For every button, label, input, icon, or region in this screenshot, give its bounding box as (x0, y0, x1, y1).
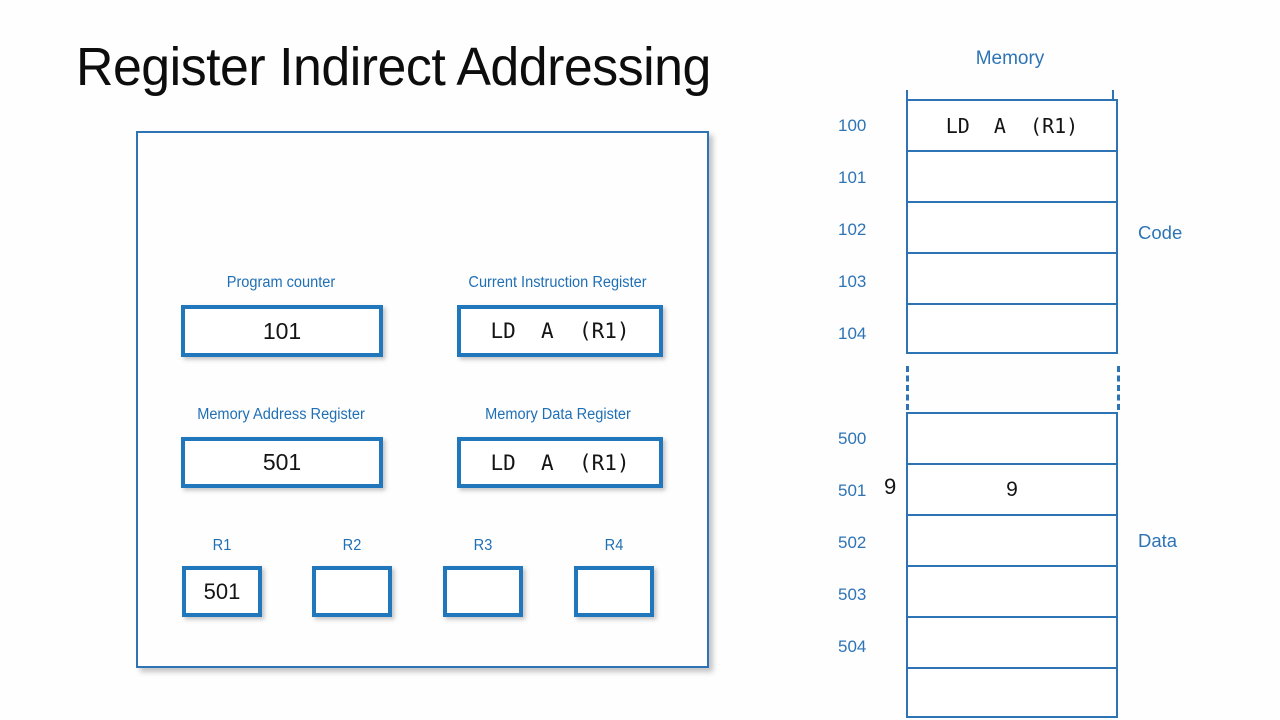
memory-address-label: 501 (838, 481, 867, 500)
memory-address-label: 502 (838, 533, 867, 552)
register-r1-box[interactable]: 501 (182, 566, 262, 617)
memory-address-label: 102 (838, 220, 867, 239)
memory-address-register-box[interactable]: 501 (181, 437, 383, 488)
memory-row[interactable] (908, 201, 1116, 252)
memory-row[interactable]: 9 (908, 463, 1116, 514)
memory-address-register-value: 501 (262, 449, 302, 475)
register-r1-value: 501 (203, 578, 241, 604)
memory-data-register-box[interactable]: LD A (R1) (457, 437, 663, 488)
register-r2-label: R2 (342, 537, 362, 554)
memory-row[interactable] (908, 514, 1116, 565)
current-instruction-register-box[interactable]: LD A (R1) (457, 305, 663, 357)
memory-ellipsis-gap (906, 366, 1120, 410)
memory-row[interactable] (908, 412, 1116, 463)
current-instruction-register-label: Current Instruction Register (468, 274, 647, 291)
memory-cell-value: 9 (1006, 477, 1018, 501)
memory-row[interactable]: LD A (R1) (908, 99, 1116, 150)
register-r4-label: R4 (604, 537, 624, 554)
memory-row[interactable] (908, 565, 1116, 616)
memory-row[interactable] (908, 252, 1116, 303)
memory-code-block: LD A (R1) (906, 99, 1118, 354)
program-counter-box[interactable]: 101 (181, 305, 383, 357)
memory-code-section-label: Code (1138, 222, 1183, 243)
register-r3-label: R3 (473, 537, 493, 554)
register-r2-box[interactable] (312, 566, 392, 617)
program-counter-value: 101 (262, 317, 302, 344)
memory-data-register-value: LD A (R1) (490, 450, 630, 475)
memory-address-label: 500 (838, 429, 867, 448)
memory-address-label: 101 (838, 168, 867, 187)
memory-title: Memory (975, 48, 1045, 69)
memory-row[interactable] (908, 303, 1116, 354)
memory-data-block: 9 (906, 412, 1118, 718)
memory-address-label: 104 (838, 324, 867, 343)
memory-address-label: 103 (838, 272, 867, 291)
floating-data-value: 9 (884, 474, 897, 499)
memory-address-register-label: Memory Address Register (197, 406, 365, 423)
memory-data-register-label: Memory Data Register (485, 406, 631, 423)
current-instruction-register-value: LD A (R1) (490, 319, 630, 343)
register-r3-box[interactable] (443, 566, 523, 617)
memory-row[interactable] (908, 150, 1116, 201)
memory-top-stub-right (1112, 90, 1114, 101)
register-r4-box[interactable] (574, 566, 654, 617)
memory-data-section-label: Data (1138, 530, 1178, 551)
page-title: Register Indirect Addressing (76, 37, 711, 97)
memory-address-label: 503 (838, 585, 867, 604)
memory-address-label: 100 (838, 116, 867, 135)
memory-row[interactable] (908, 667, 1116, 718)
memory-row[interactable] (908, 616, 1116, 667)
memory-address-label: 504 (838, 637, 867, 656)
memory-cell-value: LD A (R1) (945, 113, 1079, 138)
register-r1-label: R1 (212, 537, 232, 554)
program-counter-label: Program counter (226, 274, 336, 291)
memory-top-stub-left (906, 90, 908, 101)
